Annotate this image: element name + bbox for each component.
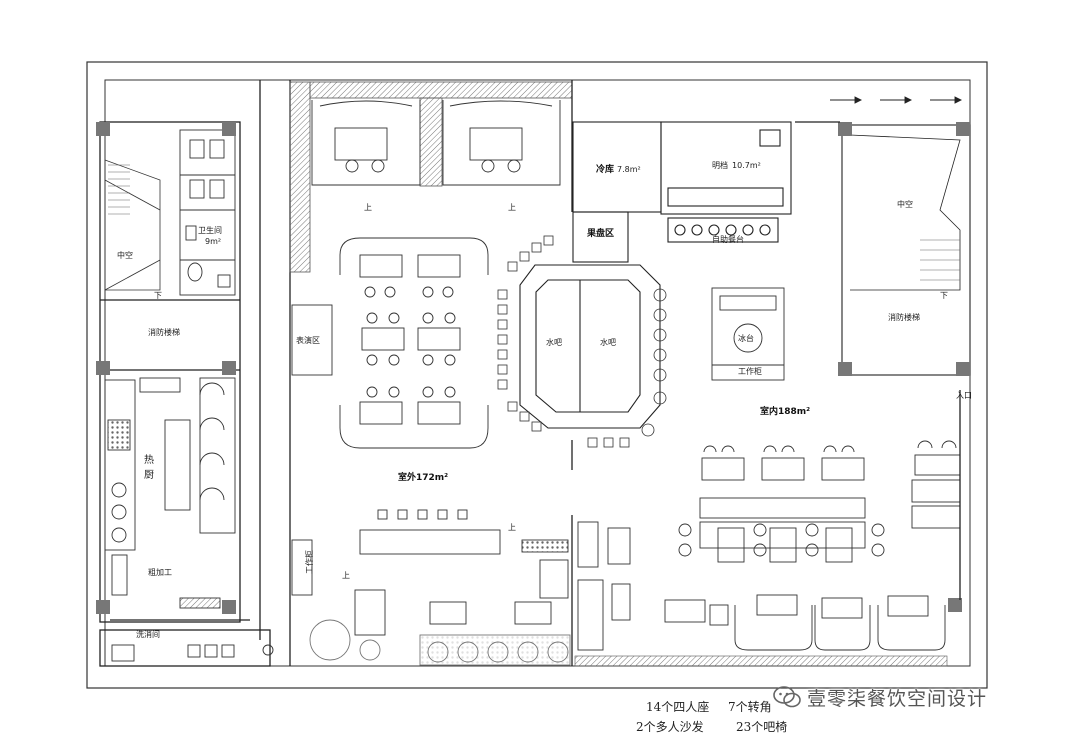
summary-rotating: 7个转角 — [728, 700, 772, 714]
watermark-text: 壹零柒餐饮空间设计 — [807, 687, 988, 710]
indoor-booths-bottom — [734, 594, 946, 651]
label-up-3: 上 — [508, 523, 516, 532]
label-void-right: 中空 — [897, 199, 913, 209]
bar-stools — [497, 235, 667, 448]
left-columns — [96, 122, 236, 614]
summary-multi-sofa: 2个多人沙发 — [636, 720, 704, 734]
wechat-icon — [773, 686, 801, 708]
label-up-2: 上 — [508, 203, 516, 212]
watermark: 壹零柒餐饮空间设计 — [773, 680, 1073, 714]
booth-seating-top — [311, 100, 561, 186]
planter-strip-bottom-right — [574, 655, 948, 667]
label-open-kitchen-area: 10.7m² — [732, 161, 761, 170]
label-open-kitchen: 明档 — [712, 160, 728, 170]
label-fire-stair-right: 消防楼梯 — [888, 312, 920, 322]
summary-four-seat: 14个四人座 — [646, 700, 710, 714]
left-void-stair — [104, 159, 161, 291]
label-hot-kitchen-2: 厨 — [144, 469, 154, 481]
label-workbench-right: 工作柜 — [738, 366, 762, 376]
label-rough-processing: 粗加工 — [148, 567, 172, 577]
left-wing-walls — [99, 80, 291, 667]
label-down-2: 下 — [940, 291, 948, 300]
workbench-left — [291, 539, 313, 596]
water-bar — [519, 264, 661, 429]
label-water-bar-left: 水吧 — [546, 337, 562, 347]
label-performance: 表演区 — [296, 335, 320, 345]
label-up-1: 上 — [364, 203, 372, 212]
label-washroom: 洗消间 — [136, 629, 160, 639]
label-restroom: 卫生间 — [198, 225, 222, 235]
ice-display — [711, 287, 785, 381]
indoor-four-seat-tables — [701, 440, 961, 529]
indoor-long-bar — [678, 497, 885, 563]
flow-arrows — [830, 96, 963, 104]
label-fruit-plate: 果盘区 — [586, 227, 614, 239]
performance-stage — [291, 304, 333, 376]
outdoor-four-seat-tables — [361, 312, 461, 366]
label-down-1: 下 — [154, 291, 162, 300]
label-restroom-area: 9m² — [205, 237, 221, 246]
label-void-left: 中空 — [117, 250, 133, 260]
label-fire-stair-left: 消防楼梯 — [148, 327, 180, 337]
lounge-sofas — [577, 521, 729, 651]
outdoor-sofa-set-top — [339, 237, 489, 298]
outdoor-sofa-set-bottom — [339, 386, 489, 449]
washroom-fixtures — [111, 644, 274, 662]
right-void-stair — [841, 124, 971, 376]
label-cold-storage: 冷库 — [596, 163, 614, 175]
label-workbench-left: 工作柜 — [304, 550, 314, 574]
seating-summary: 14个四人座 7个转角 2个多人沙发 23个吧椅 — [636, 694, 976, 744]
back-of-house-top — [572, 121, 792, 263]
outdoor-bar-bottom — [354, 509, 569, 636]
label-buffet-counter: 自助餐台 — [712, 234, 744, 244]
label-indoor-area: 室内188m² — [760, 405, 810, 417]
hot-kitchen — [104, 377, 236, 609]
planter-row-bottom — [309, 619, 571, 666]
restroom-block — [179, 129, 236, 296]
summary-bar-stools: 23个吧椅 — [736, 720, 788, 734]
sheet-border — [86, 61, 988, 689]
planter-strip-vertical — [289, 81, 311, 273]
right-columns — [838, 122, 970, 612]
label-ice-display: 冰台 — [738, 333, 754, 343]
label-hot-kitchen-1: 热 — [144, 453, 154, 466]
label-outdoor-area: 室外172m² — [398, 471, 448, 483]
planter-strip-top — [309, 81, 573, 187]
label-water-bar-right: 水吧 — [600, 337, 616, 347]
label-entrance: 入口 — [956, 391, 972, 400]
label-up-4: 上 — [342, 571, 350, 580]
label-cold-storage-area: 7.8m² — [617, 165, 641, 174]
center-walls — [571, 80, 961, 666]
